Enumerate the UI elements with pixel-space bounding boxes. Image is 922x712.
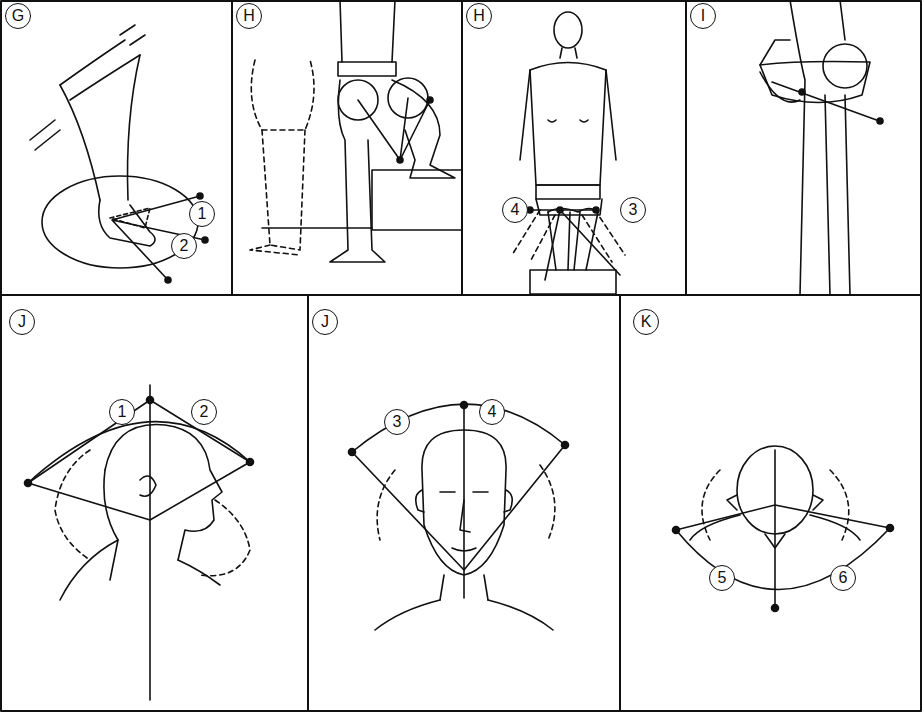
callout-number-text: 1: [118, 404, 127, 420]
panel-letter-text: H: [473, 8, 485, 24]
panel-letter: J: [9, 309, 35, 335]
callout-number: 6: [830, 565, 856, 591]
callout-number: 3: [384, 409, 410, 435]
panel-letter: H: [236, 3, 262, 29]
panel-letter-text: G: [12, 8, 24, 24]
callout-number: 3: [620, 197, 646, 223]
panel-letter: H: [466, 3, 492, 29]
callout-number: 1: [109, 399, 135, 425]
panel-letter-text: K: [641, 314, 652, 330]
callout-number-text: 2: [200, 404, 209, 420]
panel-letter: K: [633, 309, 659, 335]
panel-letter-text: J: [18, 314, 26, 330]
callout-number-text: 2: [180, 238, 189, 254]
callout-number: 5: [709, 565, 735, 591]
callout-number-text: 1: [198, 206, 207, 222]
callout-number: 1: [189, 201, 215, 227]
panel-letter-text: J: [321, 314, 329, 330]
panel-letter: J: [312, 309, 338, 335]
callout-number: 4: [502, 197, 528, 223]
panel-letter: I: [690, 3, 716, 29]
panel-letter-text: I: [701, 8, 705, 24]
callout-number: 4: [479, 399, 505, 425]
callout-number-text: 6: [839, 570, 848, 586]
callout-number: 2: [191, 399, 217, 425]
callout-number-text: 3: [629, 202, 638, 218]
callout-number: 2: [171, 233, 197, 259]
panel-letter: G: [5, 3, 31, 29]
callout-number-text: 4: [488, 404, 497, 420]
callout-number-text: 5: [718, 570, 727, 586]
panel-letter-text: H: [243, 8, 255, 24]
callout-number-text: 3: [393, 414, 402, 430]
callout-number-text: 4: [511, 202, 520, 218]
